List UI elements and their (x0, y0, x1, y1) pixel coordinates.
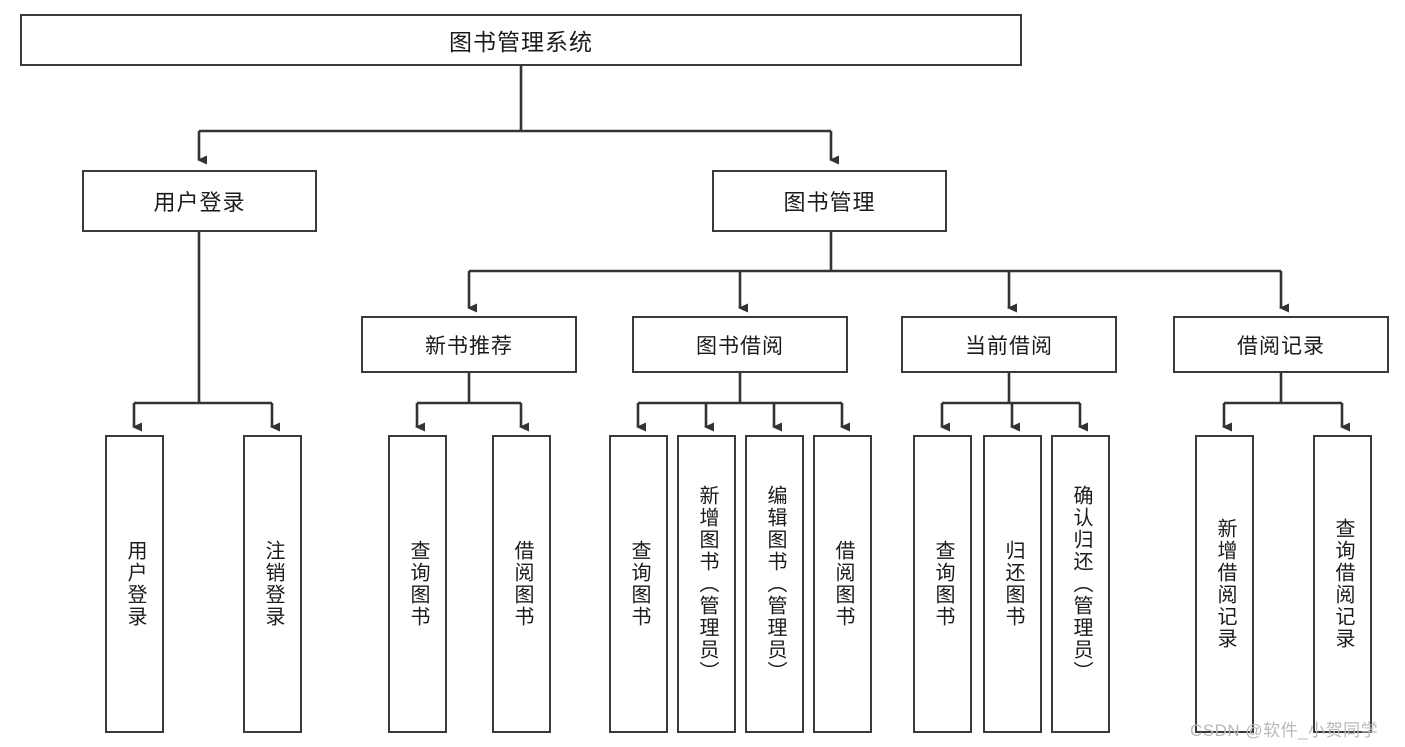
node-label: 用户登录 (124, 540, 146, 628)
node-current-borrow[interactable]: 当前借阅 (901, 316, 1117, 373)
node-label: 用户登录 (153, 190, 246, 215)
leaf-borrow-add-book-admin[interactable]: 新增图书（管理员） (677, 435, 736, 733)
watermark-csdn: CSDN @软件_小贺同学 (1190, 721, 1379, 740)
node-user-login[interactable]: 用户登录 (82, 170, 317, 232)
leaf-record-query-record[interactable]: 查询借阅记录 (1313, 435, 1372, 733)
leaf-user-login-signin[interactable]: 用户登录 (105, 435, 164, 733)
node-label: 新书推荐 (425, 334, 513, 358)
node-label: 查询图书 (628, 540, 650, 628)
leaf-recommend-borrow-book[interactable]: 借阅图书 (492, 435, 551, 733)
leaf-borrow-query-book[interactable]: 查询图书 (609, 435, 668, 733)
node-book-management[interactable]: 图书管理 (712, 170, 947, 232)
leaf-recommend-query-book[interactable]: 查询图书 (388, 435, 447, 733)
node-label: 查询借阅记录 (1332, 518, 1354, 650)
node-label: 新增借阅记录 (1214, 518, 1236, 650)
node-label: 图书管理系统 (449, 29, 593, 55)
node-label: 归还图书 (1002, 540, 1024, 628)
leaf-record-add-record[interactable]: 新增借阅记录 (1195, 435, 1254, 733)
node-label: 确认归还（管理员） (1070, 485, 1092, 683)
node-label: 查询图书 (407, 540, 429, 628)
leaf-user-login-signout[interactable]: 注销登录 (243, 435, 302, 733)
leaf-current-return-book[interactable]: 归还图书 (983, 435, 1042, 733)
leaf-current-query-book[interactable]: 查询图书 (913, 435, 972, 733)
node-label: 查询图书 (932, 540, 954, 628)
leaf-borrow-edit-book-admin[interactable]: 编辑图书（管理员） (745, 435, 804, 733)
node-label: 借阅图书 (511, 540, 533, 628)
node-label: 借阅图书 (832, 540, 854, 628)
leaf-current-confirm-return-admin[interactable]: 确认归还（管理员） (1051, 435, 1110, 733)
node-label: 编辑图书（管理员） (764, 485, 786, 683)
node-label: 图书管理 (783, 190, 876, 215)
node-label: 注销登录 (262, 540, 284, 628)
node-root-system[interactable]: 图书管理系统 (20, 14, 1022, 66)
node-new-book-recommend[interactable]: 新书推荐 (361, 316, 577, 373)
node-book-borrow[interactable]: 图书借阅 (632, 316, 848, 373)
node-label: 新增图书（管理员） (696, 485, 718, 683)
leaf-borrow-borrow-book[interactable]: 借阅图书 (813, 435, 872, 733)
node-borrow-record[interactable]: 借阅记录 (1173, 316, 1389, 373)
node-label: 借阅记录 (1237, 334, 1325, 358)
node-label: 当前借阅 (965, 334, 1053, 358)
node-label: 图书借阅 (696, 334, 784, 358)
